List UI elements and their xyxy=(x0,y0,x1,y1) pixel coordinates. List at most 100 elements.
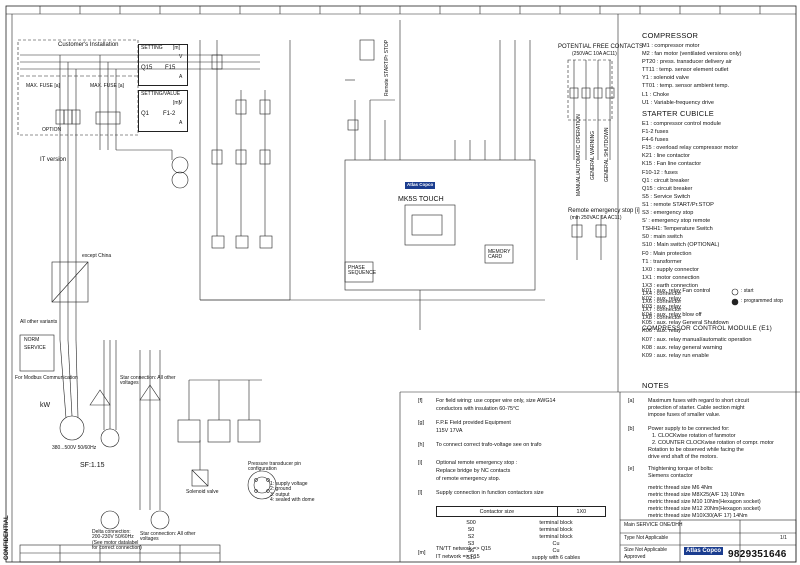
note-f: [f] For field wiring: use copper wire on… xyxy=(418,398,618,420)
setting-table-2-v: V xyxy=(179,100,183,106)
setting-table-2-f: F1-2 xyxy=(163,111,176,117)
potential-free-contacts-label: POTENTIAL FREE CONTACTS xyxy=(558,44,644,50)
table-cell: S00 xyxy=(466,520,476,526)
title-block-logo: Atlas Copco xyxy=(684,547,724,556)
setting-table-2-q: Q1 xyxy=(141,111,150,117)
note-m-tag: [m] xyxy=(418,550,426,556)
confidential-label: CONFIDENTIAL xyxy=(4,515,10,560)
setting-table-1-header: SETTING xyxy=(141,45,163,51)
note-tag: [e] xyxy=(628,466,634,472)
star-connection-1-label: Star connection: All other voltages xyxy=(120,375,176,387)
note-text: F.P.E Field provided Equipment xyxy=(436,420,511,426)
legend-item: 1X4 : connector xyxy=(642,290,682,297)
table-cell: Cu xyxy=(552,548,560,554)
solenoid-valve-label: Solenoid valve xyxy=(186,489,219,495)
table-row: S00 terminal block xyxy=(436,520,606,527)
legend-item: S5 : Service Switch xyxy=(642,193,691,200)
note-text: metric thread size M8X25(A/F 13) 10Nm xyxy=(648,492,745,498)
table-row: S10 supply with 6 cables xyxy=(436,555,606,562)
legend-item: T1 : transformer xyxy=(642,258,682,265)
max-fuse-1-label: MAX. FUSE [a] xyxy=(26,83,60,89)
note-text: Optional remote emergency stop : xyxy=(436,460,518,466)
legend-item: L1 : Choke xyxy=(642,91,670,98)
table-cell: S6 xyxy=(467,548,475,554)
potential-free-contacts-sub: (250VAC 10A AC11) xyxy=(572,51,617,57)
legend-item: K05 : aux. relay General Shutdown xyxy=(642,320,729,327)
all-other-variants-label: All other variants xyxy=(20,319,58,325)
phase-sequence-label: PHASE SEQUENCE xyxy=(348,265,377,277)
title-block-row2: Type Not Applicable xyxy=(624,535,669,541)
setting-table-2-a: A xyxy=(179,120,183,126)
legend-item: M1 : compressor motor xyxy=(642,43,700,49)
notes-heading: NOTES xyxy=(642,381,669,390)
setting-table-2-unit: [m] xyxy=(173,100,180,106)
legend-item: K01 : aux. relay Fan control xyxy=(642,288,711,294)
table-row: S2 terminal block xyxy=(436,534,606,541)
legend-item: 1X6 : connector xyxy=(642,299,682,306)
note-text: Maximum fuses with regard to short circu… xyxy=(648,398,749,404)
general-warning-label: GENERAL WARNING xyxy=(590,130,596,180)
setting-table-1-f: F15 xyxy=(165,65,176,71)
max-fuse-2-label: MAX. FUSE [a] xyxy=(90,83,124,89)
table-row: S6 Cu xyxy=(436,548,606,555)
note-text: Supply connection in function contactors… xyxy=(436,490,544,496)
legend-item: 1X1 : motor connection xyxy=(642,274,700,281)
option-label: OPTION xyxy=(42,127,62,133)
fan-motor-kw-label: kW xyxy=(40,402,51,409)
pressure-transducer-label: Pressure transducer pin configuration xyxy=(248,461,302,473)
notes-left: [f] For field wiring: use copper wire on… xyxy=(418,398,618,502)
legend-item: S1 : remote START/Pr.STOP xyxy=(642,201,714,208)
remote-start-stop-label: Remote START/Pr STOP xyxy=(384,39,390,96)
note-text: Replace bridge by NC contacts xyxy=(436,468,511,474)
setting-table-2: SETTING/VALUE [m] V Q1 F1-2 A xyxy=(138,90,188,132)
note-tag: [g] xyxy=(418,420,424,426)
starter-legend: E1 : compressor control module F1-2 fuse… xyxy=(642,120,738,322)
note-g: [g] F.P.E Field provided Equipment 115V … xyxy=(418,420,618,442)
setting-table-1-unit: [m] xyxy=(173,45,180,51)
note-tag: [h] xyxy=(418,442,424,448)
legend-item: S' : emergency stop remote xyxy=(642,218,711,225)
ccm-legend: K01 : aux. relay Fan control K02 : aux. … xyxy=(642,287,751,360)
ccm-prog-stop-label: : programmed stop xyxy=(741,298,783,304)
remote-emergency-label: Remote emergency stop [i] xyxy=(568,208,640,214)
note-text: For field wiring: use copper wire only, … xyxy=(436,398,556,404)
top-ruler-ticks xyxy=(39,6,761,14)
legend-item: M2 : fan motor (ventilated versions only… xyxy=(642,51,742,58)
legend-item: F0 : Main protection xyxy=(642,250,692,257)
table-cell: S2 xyxy=(467,534,475,540)
note-text: metric thread size M6 4Nm xyxy=(648,485,713,491)
table-header-cell: Contactor size xyxy=(436,506,558,517)
motor-voltage-label: 380...500V 50/60Hz xyxy=(52,445,97,451)
it-version-label: IT version xyxy=(40,157,67,163)
setting-table-1-v: V xyxy=(179,54,183,60)
memory-card-label: MEMORY CARD xyxy=(488,249,511,261)
page-number: 1/1 xyxy=(780,535,787,541)
service-factor-label: SF:1.15 xyxy=(80,462,105,469)
note-tag: [b] xyxy=(628,426,634,432)
note-l: [l] Supply connection in function contac… xyxy=(418,490,618,502)
modbus-label: For Modbus Communication xyxy=(15,375,78,381)
note-tag: [a] xyxy=(628,398,634,404)
legend-item: F4-6 fuses xyxy=(642,137,669,144)
legend-item: 1X3 : earth connection xyxy=(642,282,698,289)
legend-item: K03 : aux. relay xyxy=(642,304,681,311)
legend-item: TT01 : temp. sensor ambient temp. xyxy=(642,83,730,90)
pin-label: 2: ground xyxy=(270,486,292,493)
delta-connection-label: Delta connection: 200-230V 50/60Hz (See … xyxy=(92,529,142,551)
table-header-cell: 1X0 xyxy=(556,506,607,517)
pin-config-list: 1: supply voltage 2: ground 3: output 4:… xyxy=(270,481,314,503)
pin-label: 1: supply voltage xyxy=(270,481,308,487)
table-cell: supply with 6 cables xyxy=(531,555,581,561)
table-header-row: Contactor size 1X0 xyxy=(436,506,607,517)
setting-table-1: SETTING [m] V Q15 F15 A xyxy=(138,44,188,86)
note-text: metric thread size M10X30(A/F 17) 14Nm xyxy=(648,513,748,519)
table-cell: terminal block xyxy=(539,520,573,526)
legend-item: K04 : aux. relay blow off xyxy=(642,312,702,319)
table-cell: terminal block xyxy=(539,527,573,533)
remote-emergency-sub: (min 250VAC 6A AC11) xyxy=(570,215,622,221)
legend-item: 1X7 : connector xyxy=(642,307,682,314)
note-a: [a] Maximum fuses with regard to short c… xyxy=(628,398,796,426)
legend-item: F10-12 : fuses xyxy=(642,169,678,176)
compressor-legend: M1 : compressor motor M2 : fan motor (ve… xyxy=(642,42,742,107)
document-number: 9829351646 xyxy=(728,549,787,560)
